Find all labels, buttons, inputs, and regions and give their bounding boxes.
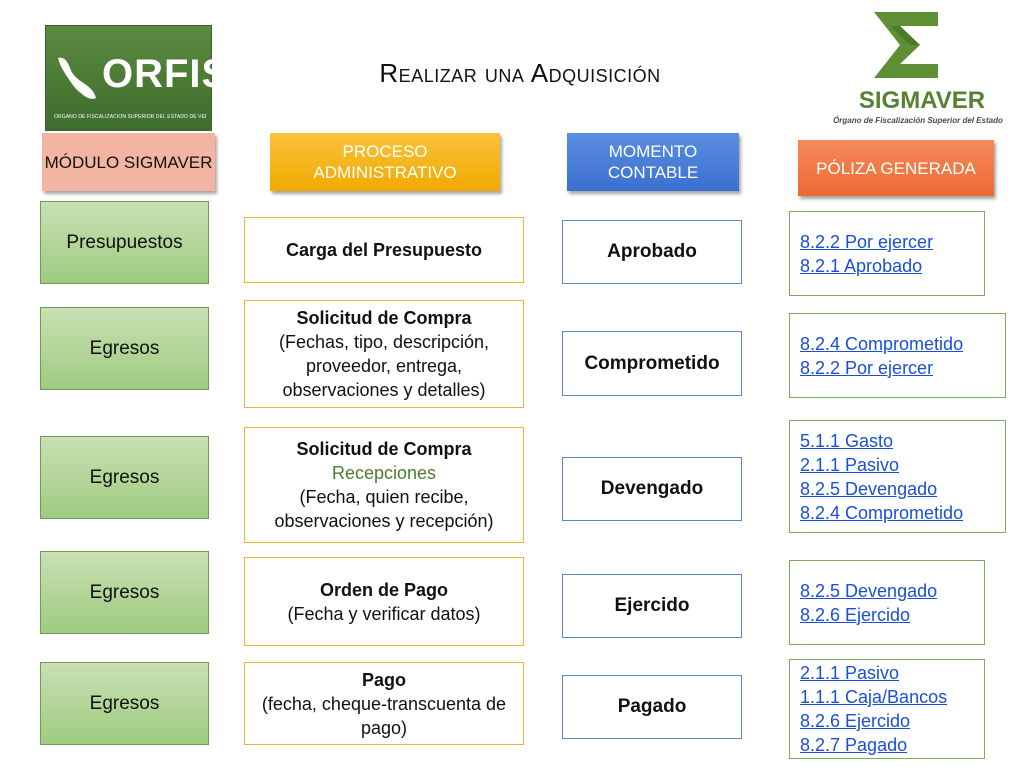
- sigmaver-tagline: Órgano de Fiscalización Superior del Est…: [833, 116, 1003, 125]
- veracruz-map-icon: [58, 57, 96, 99]
- header-momento: MOMENTO CONTABLE: [567, 133, 739, 191]
- proceso-box: Pago (fecha, cheque-transcuenta de pago): [244, 662, 524, 745]
- poliza-box: 8.2.4 Comprometido 8.2.2 Por ejercer: [789, 313, 1006, 398]
- sigma-icon: [874, 12, 938, 78]
- poliza-link[interactable]: 8.2.2 Por ejercer: [800, 231, 934, 252]
- proceso-title: Pago: [361, 669, 406, 690]
- proceso-detail: (fecha, cheque-transcuenta de pago): [261, 693, 507, 738]
- poliza-link[interactable]: 8.2.4 Comprometido: [800, 333, 964, 354]
- poliza-link[interactable]: 8.2.2 Por ejercer: [800, 357, 934, 378]
- poliza-link[interactable]: 2.1.1 Pasivo: [800, 454, 900, 475]
- proceso-box: Orden de Pago (Fecha y verificar datos): [244, 557, 524, 646]
- poliza-link[interactable]: 8.2.6 Ejercido: [800, 711, 911, 731]
- proceso-detail: (Fecha y verificar datos): [287, 603, 481, 624]
- poliza-link[interactable]: 8.2.1 Aprobado: [800, 255, 923, 276]
- proceso-title: Orden de Pago: [319, 579, 449, 600]
- proceso-box: Solicitud de Compra (Fechas, tipo, descr…: [244, 300, 524, 408]
- proceso-box: Solicitud de Compra Recepciones (Fecha, …: [244, 427, 524, 543]
- proceso-box: Carga del Presupuesto: [244, 217, 524, 283]
- page-title: Realizar una Adquisición: [379, 58, 661, 88]
- momento-box: Pagado: [562, 675, 742, 739]
- orfis-subtitle: ÓRGANO DE FISCALIZACIÓN SUPERIOR DEL EST…: [54, 114, 206, 120]
- poliza-link[interactable]: 2.1.1 Pasivo: [800, 663, 900, 683]
- modulo-box: Presupuestos: [40, 201, 209, 284]
- header-modulo: MÓDULO SIGMAVER: [42, 133, 215, 191]
- sigmaver-name: SIGMAVER: [858, 87, 986, 114]
- poliza-link[interactable]: 8.2.5 Devengado: [800, 580, 938, 601]
- momento-box: Aprobado: [562, 220, 742, 284]
- poliza-box: 5.1.1 Gasto 2.1.1 Pasivo 8.2.5 Devengado…: [789, 420, 1006, 533]
- modulo-box: Egresos: [40, 307, 209, 390]
- proceso-detail: (Fecha, quien recibe, observaciones y re…: [274, 487, 494, 531]
- poliza-link[interactable]: 8.2.7 Pagado: [800, 735, 908, 755]
- poliza-link[interactable]: 1.1.1 Caja/Bancos: [800, 687, 948, 707]
- poliza-link[interactable]: 8.2.4 Comprometido: [800, 502, 964, 523]
- momento-box: Comprometido: [562, 331, 742, 396]
- momento-box: Devengado: [562, 457, 742, 521]
- poliza-box: 8.2.2 Por ejercer 8.2.1 Aprobado: [789, 211, 985, 296]
- orfis-wordmark: ORFIS: [102, 52, 230, 96]
- header-proceso: PROCESO ADMINISTRATIVO: [270, 133, 500, 191]
- modulo-box: Egresos: [40, 436, 209, 519]
- proceso-subtitle: Recepciones: [331, 463, 437, 483]
- modulo-box: Egresos: [40, 551, 209, 634]
- modulo-box: Egresos: [40, 662, 209, 745]
- poliza-link[interactable]: 8.2.5 Devengado: [800, 478, 938, 499]
- momento-box: Ejercido: [562, 574, 742, 638]
- header-poliza: PÓLIZA GENERADA: [798, 140, 994, 196]
- proceso-title: Solicitud de Compra: [296, 439, 472, 459]
- proceso-title: Carga del Presupuesto: [285, 240, 483, 260]
- poliza-box: 2.1.1 Pasivo 1.1.1 Caja/Bancos 8.2.6 Eje…: [789, 659, 985, 759]
- orfis-logo: ORFIS ÓRGANO DE FISCALIZACIÓN SUPERIOR D…: [46, 26, 228, 130]
- sigmaver-logo: SIGMAVER Órgano de Fiscalización Superio…: [820, 8, 1016, 126]
- poliza-box: 8.2.5 Devengado 8.2.6 Ejercido: [789, 560, 985, 645]
- proceso-title: Solicitud de Compra: [296, 308, 472, 328]
- proceso-detail: (Fechas, tipo, descripción, proveedor, e…: [278, 332, 490, 400]
- poliza-link[interactable]: 5.1.1 Gasto: [800, 430, 894, 451]
- poliza-link[interactable]: 8.2.6 Ejercido: [800, 604, 911, 625]
